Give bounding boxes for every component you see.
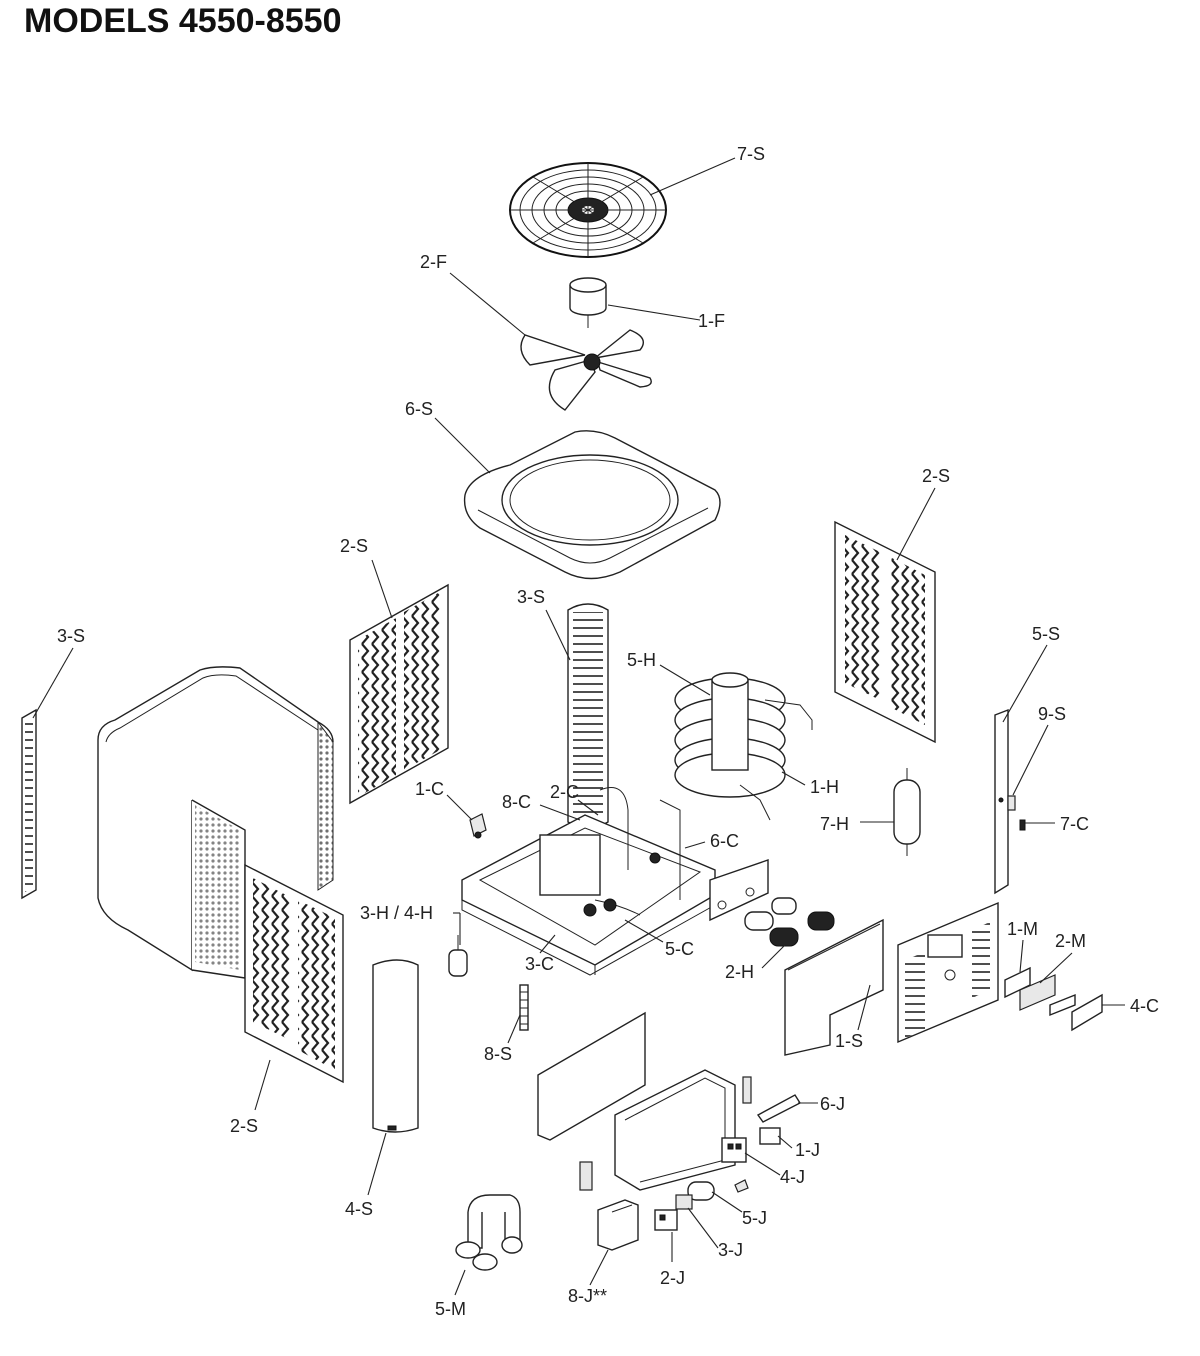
label-2c: 2-C xyxy=(550,782,579,802)
label-5j: 5-J xyxy=(742,1208,767,1228)
label-3h-4h: 3-H / 4-H xyxy=(360,903,433,923)
front-panel-1s xyxy=(784,918,884,1056)
label-2m: 2-M xyxy=(1055,931,1086,951)
label-8c: 8-C xyxy=(502,792,531,812)
label-4c: 4-C xyxy=(1130,996,1159,1016)
label-1c: 1-C xyxy=(415,779,444,799)
page-title: MODELS 4550-8550 xyxy=(24,2,342,40)
louver-panel-2s-right xyxy=(834,520,936,744)
label-1s: 1-S xyxy=(835,1031,863,1051)
louver-panel-2s-middle xyxy=(349,583,449,805)
coil-guard-3s-middle xyxy=(567,603,609,829)
coil-guard-3s-left xyxy=(21,708,37,900)
leader-lines xyxy=(32,157,1125,1296)
label-7h: 7-H xyxy=(820,814,849,834)
label-7s: 7-S xyxy=(737,144,765,164)
bracket-9s xyxy=(1007,795,1016,811)
electrical-cover xyxy=(537,1011,646,1141)
fan-blade-2f xyxy=(520,329,652,411)
label-7c: 7-C xyxy=(1060,814,1089,834)
label-9s: 9-S xyxy=(1038,704,1066,724)
label-1m: 1-M xyxy=(1007,919,1038,939)
label-5h: 5-H xyxy=(627,650,656,670)
louver-panel-2s-lower xyxy=(244,863,344,1084)
label-2s-mid: 2-S xyxy=(340,536,368,556)
label-5c: 5-C xyxy=(665,939,694,959)
cabinet-coil-housing xyxy=(97,666,334,979)
water-unions-2h xyxy=(744,897,835,947)
contactor-4j xyxy=(721,1137,747,1163)
label-2h: 2-H xyxy=(725,962,754,982)
label-6s: 6-S xyxy=(405,399,433,419)
electrical-box xyxy=(614,1069,736,1191)
top-panel-6s xyxy=(463,430,721,580)
bracket-8s xyxy=(519,984,529,1031)
label-8j: 8-J** xyxy=(568,1286,607,1306)
small-board xyxy=(579,1161,593,1191)
relay-1j xyxy=(759,1127,781,1145)
label-2j: 2-J xyxy=(660,1268,685,1288)
label-8s: 8-S xyxy=(484,1044,512,1064)
terminal-6j xyxy=(742,1076,801,1123)
label-5s: 5-S xyxy=(1032,624,1060,644)
part-2j xyxy=(654,1209,678,1231)
switch-3h-4h xyxy=(448,935,468,977)
valve-1c xyxy=(469,813,487,839)
corner-panel-4s xyxy=(372,959,419,1133)
label-2s-right: 2-S xyxy=(922,466,950,486)
part-3j xyxy=(675,1194,693,1210)
capacitor-5j xyxy=(687,1179,749,1201)
label-5m: 5-M xyxy=(435,1299,466,1319)
label-2f: 2-F xyxy=(420,252,447,272)
label-3s-left: 3-S xyxy=(57,626,85,646)
label-4s: 4-S xyxy=(345,1199,373,1219)
filter-drier-7h xyxy=(893,768,921,856)
label-1j: 1-J xyxy=(795,1140,820,1160)
label-6j: 6-J xyxy=(820,1094,845,1114)
label-3j: 3-J xyxy=(718,1240,743,1260)
label-1f: 1-F xyxy=(698,311,725,331)
label-3c: 3-C xyxy=(525,954,554,974)
controller-8j xyxy=(597,1199,639,1251)
label-3s-mid: 3-S xyxy=(517,587,545,607)
part-labels: 7-S 2-F 1-F 6-S 2-S 2-S 3-S 3-S 5-H 5-S … xyxy=(57,144,1159,1319)
fan-motor-1f xyxy=(569,277,607,328)
control-panel-front xyxy=(897,901,999,1044)
base-pan-assembly xyxy=(461,787,769,976)
board-1m xyxy=(1004,966,1031,999)
label-2s-lower: 2-S xyxy=(230,1116,258,1136)
part-7c xyxy=(1019,819,1026,831)
label-1h: 1-H xyxy=(810,777,839,797)
label-4j: 4-J xyxy=(780,1167,805,1187)
corner-post-5s xyxy=(994,708,1009,895)
fan-guard-7s xyxy=(509,162,667,258)
pipe-fittings-5m xyxy=(455,1194,523,1271)
label-6c: 6-C xyxy=(710,831,739,851)
heat-exchanger-5h xyxy=(674,672,813,821)
cover-4c xyxy=(1071,993,1103,1032)
